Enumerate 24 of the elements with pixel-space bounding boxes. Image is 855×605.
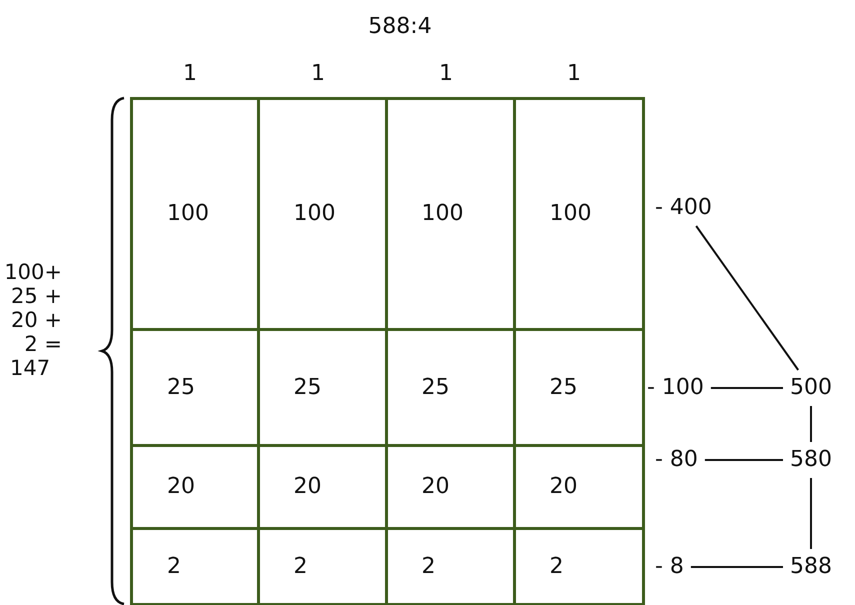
partial-product: - 400	[655, 197, 712, 219]
sum-line: 2 =	[24, 334, 62, 355]
connector-line	[810, 406, 812, 442]
running-total: 588	[790, 556, 832, 578]
running-total: 580	[790, 449, 832, 471]
sum-line: 25 +	[11, 286, 62, 307]
running-total: 500	[790, 377, 832, 399]
connector-line	[690, 566, 783, 568]
grid-cell: 100	[130, 97, 260, 330]
sum-line: 100+	[4, 262, 62, 283]
sum-line: 20 +	[11, 310, 62, 331]
partial-product: - 80	[655, 449, 698, 471]
column-label: 1	[567, 63, 581, 85]
title: 588:4	[367, 16, 433, 38]
column-label: 1	[183, 63, 197, 85]
column-label: 1	[439, 63, 453, 85]
connector-line	[695, 225, 800, 371]
column-label: 1	[311, 63, 325, 85]
partial-product: - 100	[647, 377, 704, 399]
connector-line	[810, 478, 812, 549]
partial-product: - 8	[655, 556, 684, 578]
connector-line	[704, 459, 783, 461]
sum-line: 147	[10, 358, 50, 379]
connector-line	[710, 387, 783, 389]
